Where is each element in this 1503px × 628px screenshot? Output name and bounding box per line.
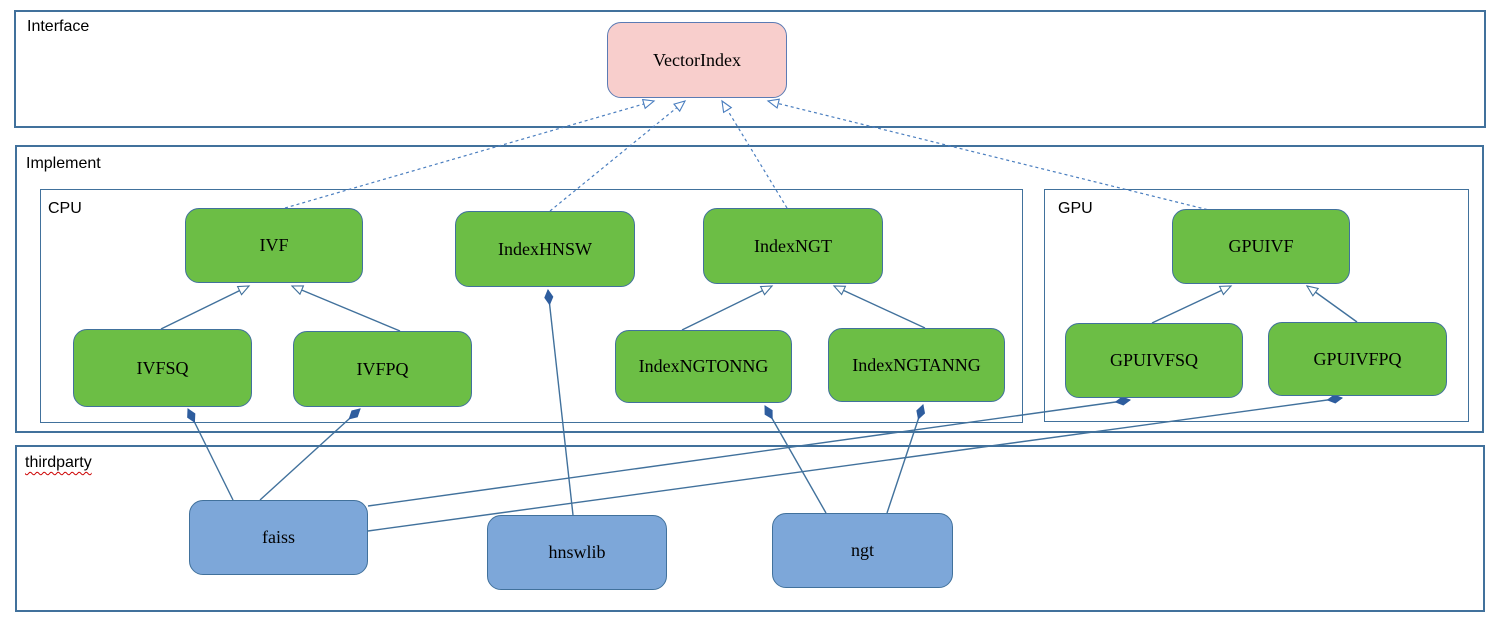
- node-indexngtanng-label: IndexNGTANNG: [852, 354, 981, 375]
- node-ivf[interactable]: IVF: [185, 208, 363, 283]
- node-faiss[interactable]: faiss: [189, 500, 368, 575]
- node-ngt[interactable]: ngt: [772, 513, 953, 588]
- node-indexngtonng-label: IndexNGTONNG: [638, 356, 769, 376]
- edge-faiss-to-gpuivfsq: [367, 400, 1130, 507]
- gpu-container-label: GPU: [1058, 200, 1093, 217]
- edge-gpuivfpq-to-gpuivf: [1305, 285, 1358, 323]
- edge-faiss-to-ivfsq: [188, 409, 234, 501]
- node-gpuivfsq[interactable]: GPUIVFSQ: [1065, 323, 1243, 398]
- implement-container-label: Implement: [26, 155, 101, 172]
- edge-indexngtonng-to-indexngt: [681, 285, 774, 331]
- node-indexngt-label: IndexNGT: [754, 235, 832, 256]
- thirdparty-container: [15, 445, 1485, 612]
- node-gpuivfsq-label: GPUIVFSQ: [1109, 350, 1199, 370]
- node-gpuivf-label: GPUIVF: [1228, 236, 1294, 256]
- interface-container-label: Interface: [27, 18, 90, 35]
- cpu-container: [40, 189, 1023, 423]
- node-gpuivfpq-label: GPUIVFPQ: [1313, 348, 1402, 369]
- gpu-container: [1044, 189, 1469, 422]
- node-ivfsq[interactable]: IVFSQ: [73, 329, 252, 407]
- cpu-container-label: CPU: [48, 200, 82, 217]
- node-indexngtonng[interactable]: IndexNGTONNG: [615, 330, 792, 403]
- node-vectorindex-label: VectorIndex: [653, 49, 741, 70]
- edge-indexngtanng-to-indexngt: [832, 285, 926, 329]
- node-hnswlib[interactable]: hnswlib: [487, 515, 667, 590]
- node-indexhnsw-label: IndexHNSW: [498, 238, 592, 259]
- interface-container: [14, 10, 1486, 128]
- edge-ivfsq-to-ivf: [160, 285, 251, 330]
- node-indexngtanng[interactable]: IndexNGTANNG: [828, 328, 1005, 402]
- node-ivfsq-label: IVFSQ: [136, 357, 189, 378]
- node-indexhnsw[interactable]: IndexHNSW: [455, 211, 635, 287]
- edge-ngt-to-indexngtonng: [764, 406, 827, 514]
- node-hnswlib-label: hnswlib: [548, 542, 606, 562]
- node-faiss-label: faiss: [262, 527, 295, 547]
- edge-ivf-to-vectorindex: [284, 98, 656, 209]
- edge-indexngt-to-vectorindex: [721, 99, 788, 209]
- edge-indexhnsw-to-vectorindex: [549, 100, 687, 212]
- edge-ngt-to-indexngtanng: [886, 405, 923, 514]
- node-indexngt[interactable]: IndexNGT: [703, 208, 883, 284]
- node-ngt-label: ngt: [850, 540, 874, 560]
- edge-hnswlib-to-indexhnsw: [548, 290, 574, 516]
- thirdparty-container-label: thirdparty: [25, 454, 92, 471]
- edge-faiss-to-gpuivfpq: [367, 398, 1342, 532]
- node-gpuivfpq[interactable]: GPUIVFPQ: [1268, 322, 1447, 396]
- edge-gpuivf-to-vectorindex: [766, 98, 1214, 212]
- node-vectorindex[interactable]: VectorIndex: [607, 22, 787, 98]
- node-gpuivf[interactable]: GPUIVF: [1172, 209, 1350, 284]
- edge-ivfpq-to-ivf: [290, 285, 401, 332]
- edge-faiss-to-ivfpq: [259, 409, 360, 501]
- edge-gpuivfsq-to-gpuivf: [1151, 285, 1233, 324]
- node-ivfpq[interactable]: IVFPQ: [293, 331, 472, 407]
- node-ivfpq-label: IVFPQ: [356, 358, 409, 379]
- node-ivf-label: IVF: [259, 235, 289, 255]
